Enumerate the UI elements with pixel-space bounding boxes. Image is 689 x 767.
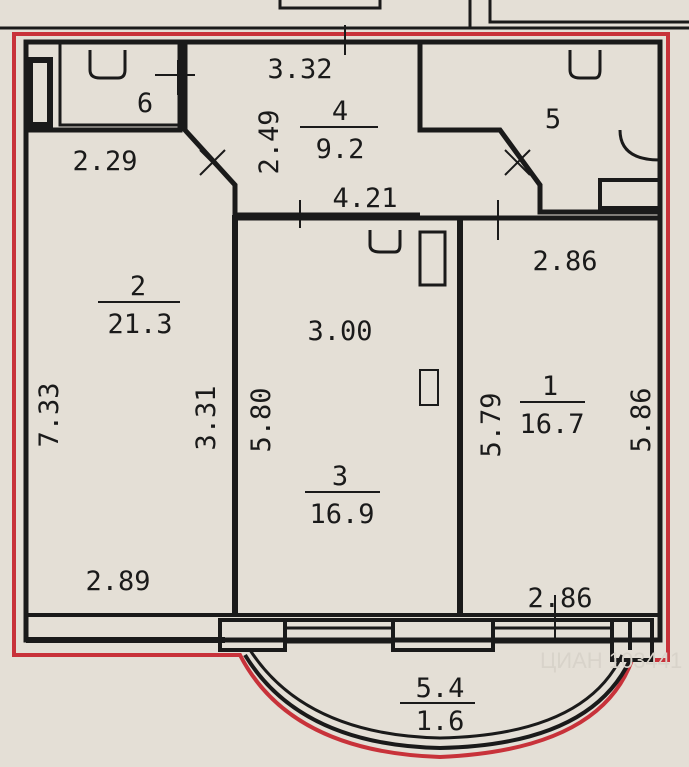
dim-3-32: 3.32 — [267, 54, 332, 85]
room-5-number: 5 — [545, 104, 561, 135]
dim-2-29: 2.29 — [72, 146, 137, 177]
room-4-area: 9.2 — [316, 134, 365, 165]
dim-5-79: 5.79 — [476, 392, 507, 457]
dim-3-00: 3.00 — [307, 316, 372, 347]
dim-3-31: 3.31 — [191, 385, 222, 450]
watermark: ЦИАН 103441 — [540, 648, 682, 673]
balcony-area-top: 5.4 — [416, 673, 465, 704]
room-3-number: 3 — [332, 461, 348, 492]
dim-2-89: 2.89 — [85, 566, 150, 597]
dim-2-49: 2.49 — [254, 109, 285, 174]
room-1-area: 16.7 — [519, 409, 584, 440]
dim-5-80: 5.80 — [246, 387, 277, 452]
dim-7-33: 7.33 — [34, 382, 65, 447]
walls — [23, 25, 663, 751]
balcony-area-bottom: 1.6 — [416, 706, 465, 737]
room-2-number: 2 — [130, 271, 146, 302]
dim-4-21: 4.21 — [332, 183, 397, 214]
dim-5-86: 5.86 — [626, 387, 657, 452]
room-6-number: 6 — [137, 88, 153, 119]
apartment-outline — [12, 32, 670, 760]
room-3-area: 16.9 — [309, 499, 374, 530]
room-1-number: 1 — [542, 371, 558, 402]
dim-2-86-top: 2.86 — [532, 246, 597, 277]
room-2-area: 21.3 — [107, 309, 172, 340]
dim-2-86-bottom: 2.86 — [527, 583, 592, 614]
room-4-number: 4 — [332, 96, 348, 127]
